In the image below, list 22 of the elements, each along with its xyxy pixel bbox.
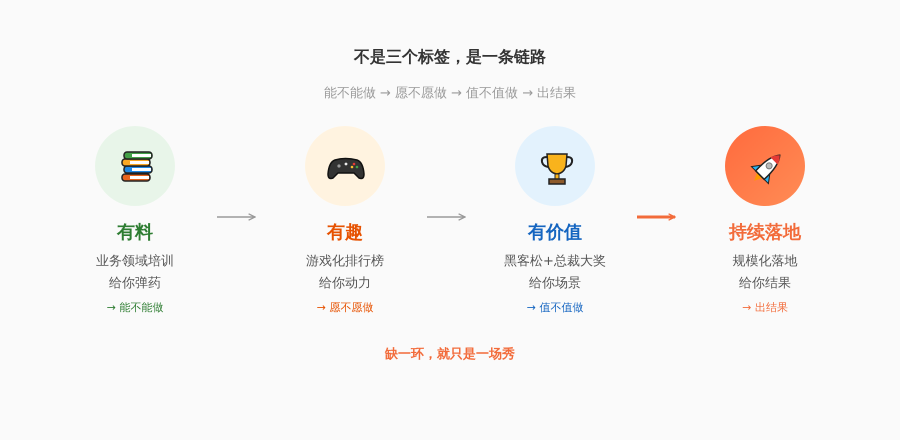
arrow [217, 213, 256, 221]
diagram-title: 不是三个标签，是一条链路 [352, 47, 547, 68]
step-description: 给你结果 [739, 275, 791, 292]
step-heading: 有趣 [327, 221, 363, 244]
step-outcome: → 出结果 [742, 301, 788, 314]
step-description: 黑客松+总裁大奖 [504, 253, 606, 270]
step-heading: 有料 [117, 221, 153, 244]
step-outcome: → 能不能做 [106, 301, 164, 314]
step-description: 规模化落地 [732, 253, 798, 270]
step-outcome: → 愿不愿做 [316, 301, 374, 314]
step-heading: 有价值 [528, 221, 582, 244]
footer-note: 缺一环，就只是一场秀 [385, 347, 515, 362]
arrow [427, 213, 466, 221]
step-description: 业务领域培训 [96, 253, 174, 270]
step-description: 给你弹药 [109, 275, 161, 292]
subtitle: 能不能做 → 愿不愿做 → 值不值做 → 出结果 [324, 86, 576, 101]
arrow [637, 213, 676, 221]
step-description: 游戏化排行榜 [306, 253, 384, 270]
step-description: 给你动力 [319, 275, 371, 292]
step-description: 给你场景 [529, 275, 581, 292]
step-heading: 持续落地 [729, 221, 801, 244]
step-outcome: → 值不值做 [526, 301, 584, 314]
